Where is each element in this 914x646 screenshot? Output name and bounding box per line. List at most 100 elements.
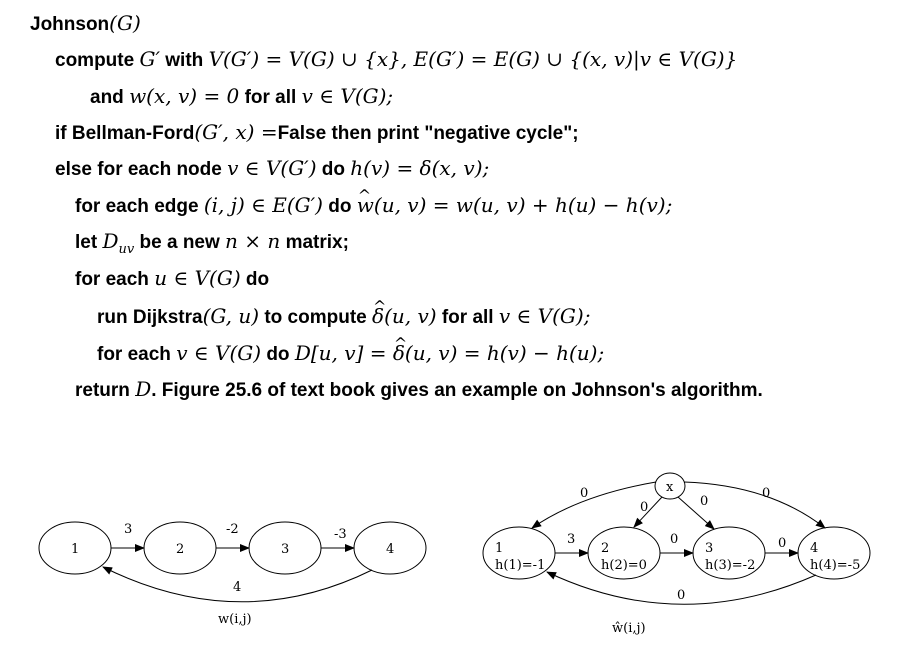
line-compute-graph: compute G′ with V(G′) = V(G) ∪ {x}, E(G′…	[55, 46, 737, 74]
right-weight-2-3: 0	[670, 532, 678, 547]
math-delta-hat-uv: δ(u, v)	[372, 294, 437, 329]
right-edge-x-3	[677, 496, 715, 530]
math-u-in-vg: u ∈ V(G)	[154, 266, 241, 290]
right-weight-4-1: 0	[677, 588, 685, 603]
math-d: D	[135, 377, 152, 401]
left-node-2-label: 2	[176, 542, 184, 557]
right-node-3-potential: h(3)=-2	[705, 558, 755, 573]
left-edge-4-1	[102, 566, 373, 603]
math-v-in-vg: v ∈ V(G);	[498, 304, 591, 328]
math-dijkstra-args: (G, u)	[202, 304, 260, 328]
left-node-4-label: 4	[386, 542, 394, 557]
left-node-3-label: 3	[281, 542, 289, 557]
math-bf-args: (G′, x) =	[194, 120, 278, 144]
kw-figure-reference: . Figure 25.6 of text book gives an exam…	[151, 380, 763, 401]
kw-for-all: for all	[244, 87, 297, 108]
left-weight-1-2: 3	[124, 522, 132, 537]
kw-return: return	[75, 380, 130, 401]
line-for-each-u: for each u ∈ V(G) do	[75, 265, 269, 293]
math-wxv: w(x, v) = 0	[129, 84, 240, 108]
math-delta-hat: δ	[372, 294, 386, 329]
math-vertex-edge-sets: V(G′) = V(G) ∪ {x}, E(G′) = E(G) ∪ {(x, …	[208, 47, 738, 71]
right-node-2-label: 2	[601, 541, 609, 556]
kw-bellman-ford: if Bellman-Ford	[55, 123, 195, 144]
left-node-1-label: 1	[71, 542, 79, 557]
left-graph-caption: w(i,j)	[218, 612, 252, 627]
right-edge-4-1	[546, 571, 817, 605]
kw-for-each-edge: for each edge	[75, 196, 199, 217]
line-dijkstra: run Dijkstra(G, u) to compute δ(u, v) fo…	[97, 294, 591, 331]
line-new-matrix: let Duv be a new n × n matrix;	[75, 228, 349, 263]
line-reweight: for each edge (i, j) ∈ E(G′) do w(u, v) …	[75, 183, 673, 220]
kw-else-for-each-node: else for each node	[55, 159, 222, 180]
right-node-4-label: 4	[810, 541, 818, 556]
title-argument: (G)	[109, 11, 141, 35]
math-uv-subscript: uv	[118, 242, 135, 257]
math-w-hat: w	[357, 183, 374, 218]
right-node-2-potential: h(2)=0	[601, 558, 647, 573]
math-duv-lhs: D[u, v] =	[294, 341, 393, 365]
algorithm-title: Johnson(G)	[30, 10, 141, 38]
line-return: return D. Figure 25.6 of text book gives…	[75, 376, 763, 404]
math-d: D	[102, 229, 119, 253]
math-edge-in-egprime: (i, j) ∈ E(G′)	[203, 193, 323, 217]
right-node-4-potential: h(4)=-5	[810, 558, 860, 573]
left-weight-4-1: 4	[233, 580, 241, 595]
math-hv: h(v) = δ(x, v);	[350, 156, 490, 180]
kw-do: do	[266, 344, 290, 365]
kw-to-compute: to compute	[264, 307, 367, 328]
math-duv: Duv	[102, 229, 134, 257]
kw-negative-cycle: False then print "negative cycle";	[277, 123, 579, 144]
kw-compute: compute	[55, 50, 135, 71]
line-distance-matrix: for each v ∈ V(G) do D[u, v] = δ(u, v) =…	[97, 331, 605, 368]
right-weight-x-2: 0	[640, 500, 648, 515]
right-edge-x-1	[531, 481, 657, 529]
kw-for-each: for each	[97, 344, 171, 365]
right-weight-x-3: 0	[700, 494, 708, 509]
kw-let: let	[75, 232, 98, 253]
graph-right-labels: x 1 h(1)=-1 2 h(2)=0 3 h(3)=-2 4 h(4)=-5…	[495, 480, 860, 636]
right-node-1-potential: h(1)=-1	[495, 558, 545, 573]
math-d-formula: D[u, v] = δ(u, v) = h(v) − h(u);	[294, 331, 605, 366]
right-weight-x-4: 0	[762, 486, 770, 501]
graph-left	[38, 521, 427, 603]
left-weight-2-3: -2	[226, 522, 239, 537]
graph-right	[482, 472, 871, 605]
math-v-in-vg: v ∈ V(G);	[301, 84, 394, 108]
right-graph-caption: ŵ(i,j)	[612, 621, 646, 636]
title-keyword: Johnson	[30, 14, 110, 35]
right-weight-x-1: 0	[580, 486, 588, 501]
right-weight-1-2: 3	[567, 532, 575, 547]
graph-left-labels: 1 2 3 4 3 -2 -3 4 w(i,j)	[71, 522, 394, 627]
kw-for-all: for all	[441, 307, 494, 328]
math-reweight-rhs: (u, v) = w(u, v) + h(u) − h(v);	[373, 193, 673, 217]
kw-with: with	[165, 50, 204, 71]
math-reweight-formula: w(u, v) = w(u, v) + h(u) − h(v);	[357, 183, 673, 218]
line-bellman-ford: if Bellman-Ford(G′, x) =False then print…	[55, 119, 579, 147]
kw-do: do	[321, 159, 346, 180]
math-delta-hat: δ	[393, 331, 407, 366]
left-weight-3-4: -3	[334, 527, 347, 542]
kw-for-each: for each	[75, 269, 149, 290]
right-edge-x-4	[683, 481, 826, 529]
right-weight-3-4: 0	[778, 536, 786, 551]
math-n-by-n: n × n	[225, 229, 281, 253]
line-zero-weights: and w(x, v) = 0 for all v ∈ V(G);	[90, 83, 393, 111]
kw-do: do	[245, 269, 270, 290]
math-delta-args: (u, v)	[384, 304, 437, 328]
kw-run-dijkstra: run Dijkstra	[97, 307, 203, 328]
kw-matrix: matrix;	[285, 232, 349, 253]
right-node-x-label: x	[666, 480, 674, 495]
line-potentials: else for each node v ∈ V(G′) do h(v) = δ…	[55, 155, 489, 183]
right-node-x	[654, 472, 686, 500]
right-edge-x-2	[633, 496, 663, 528]
math-gprime: G′	[139, 47, 160, 71]
kw-be-a-new: be a new	[139, 232, 220, 253]
right-node-3-label: 3	[705, 541, 713, 556]
math-d-rhs: (u, v) = h(v) − h(u);	[404, 341, 605, 365]
math-v-in-vgprime: v ∈ V(G′)	[227, 156, 317, 180]
math-v-in-vg: v ∈ V(G)	[176, 341, 262, 365]
kw-and: and	[90, 87, 124, 108]
right-node-1-label: 1	[495, 541, 503, 556]
